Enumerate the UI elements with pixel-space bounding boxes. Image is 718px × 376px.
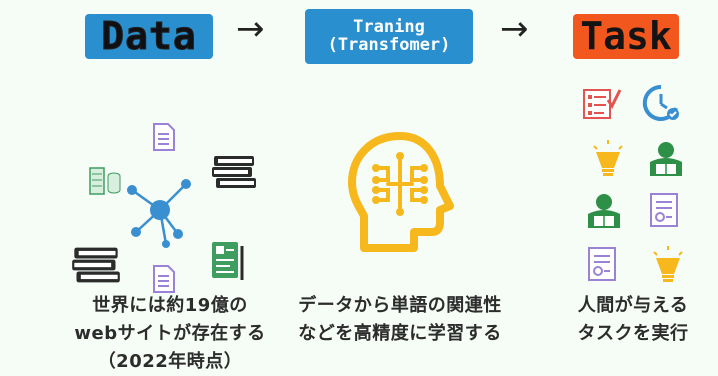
training-label-line2: (Transfomer) <box>327 34 451 55</box>
task-label-box: Task <box>573 14 679 59</box>
training-caption: データから単語の関連性 などを高精度に学習する <box>280 292 520 348</box>
arrow-training-to-task: → <box>500 9 529 49</box>
books-icon <box>72 247 120 283</box>
document-icon <box>153 265 175 293</box>
lightbulb-icon <box>593 140 623 176</box>
task-caption-line2: タスクを実行 <box>577 323 689 344</box>
reader-icon <box>650 142 682 176</box>
training-label-box: Traning (Transfomer) <box>305 9 473 64</box>
reader-icon <box>588 194 620 228</box>
server-icon <box>89 167 121 195</box>
data-caption: 世界には約19億の webサイトが存在する （2022年時点） <box>50 292 290 376</box>
report-icon <box>588 247 616 281</box>
document-icon <box>153 123 175 151</box>
arrow-data-to-training: → <box>236 9 265 49</box>
training-label-line1: Traning <box>353 16 425 37</box>
brain-ai-icon <box>348 132 454 252</box>
circuit-board-icon <box>212 242 244 280</box>
checklist-icon <box>583 89 622 119</box>
data-label: Data <box>101 13 197 58</box>
lightbulb-icon <box>653 246 683 282</box>
data-caption-line2: webサイトが存在する <box>74 323 266 344</box>
task-caption: 人間が与える タスクを実行 <box>558 292 708 348</box>
books-icon <box>212 156 256 188</box>
training-caption-line1: データから単語の関連性 <box>298 295 502 316</box>
report-icon <box>650 193 678 227</box>
data-caption-line3: （2022年時点） <box>97 351 243 372</box>
training-caption-line2: などを高精度に学習する <box>298 323 502 344</box>
data-label-box: Data <box>85 14 213 59</box>
task-label: Task <box>580 13 672 58</box>
data-caption-line1: 世界には約19億の <box>92 295 248 316</box>
clock-icon <box>642 84 679 121</box>
network-graph-icon <box>127 179 191 248</box>
task-caption-line1: 人間が与える <box>577 295 689 316</box>
